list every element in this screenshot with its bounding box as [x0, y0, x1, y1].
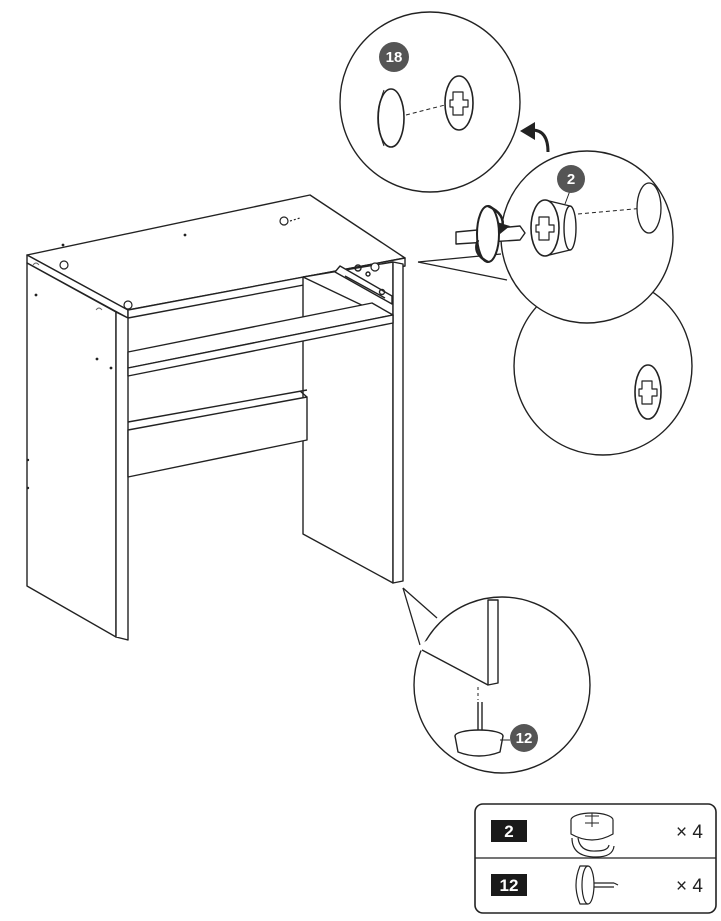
parts-list: 2 × 4 12	[474, 803, 717, 914]
parts-row-cam: 2 × 4	[491, 812, 703, 858]
nail-glide-icon	[575, 865, 619, 905]
cam-lock-icon	[530, 199, 577, 257]
svg-text:18: 18	[386, 49, 403, 66]
cam-lock-icon	[570, 812, 615, 858]
desk-back-rail	[127, 396, 308, 478]
parts-row-glide: 12 × 4	[491, 865, 703, 905]
top-cam-fittings	[59, 216, 380, 310]
desk	[26, 194, 406, 641]
svg-text:2: 2	[567, 171, 575, 188]
screwdriver-icon	[455, 204, 526, 264]
leg-bottom-corner	[487, 599, 499, 686]
cam-seated-circle	[513, 276, 693, 456]
drawer-slide	[334, 264, 393, 305]
part-badge-2: 2	[557, 165, 585, 205]
part-badge-18: 18	[379, 42, 409, 72]
desk-shelf-edge	[127, 314, 394, 377]
panel-holes	[26, 233, 187, 490]
rotate-arrow	[520, 122, 550, 153]
svg-text:2: 2	[504, 822, 513, 841]
glide-detail-circle: 12	[402, 587, 591, 774]
cam-lock-head-icon	[444, 75, 474, 131]
cam-hole-icon	[636, 182, 662, 234]
svg-text:12: 12	[516, 730, 533, 747]
svg-text:12: 12	[500, 876, 519, 895]
desk-right-side-front	[392, 261, 404, 584]
part-badge-12: 12	[500, 724, 538, 752]
cap-detail-circle: 18	[339, 11, 521, 193]
part-number-box	[491, 820, 527, 842]
cam-lock-seated-icon	[634, 364, 662, 420]
svg-text:× 4: × 4	[676, 876, 703, 897]
nail-glide-icon	[454, 702, 504, 757]
part-number-box	[491, 874, 527, 896]
desk-left-side-front	[115, 311, 129, 641]
desk-left-side-panel	[26, 262, 117, 638]
svg-text:× 4: × 4	[676, 822, 703, 843]
screwdriver-detail-circle: 2	[417, 150, 674, 324]
